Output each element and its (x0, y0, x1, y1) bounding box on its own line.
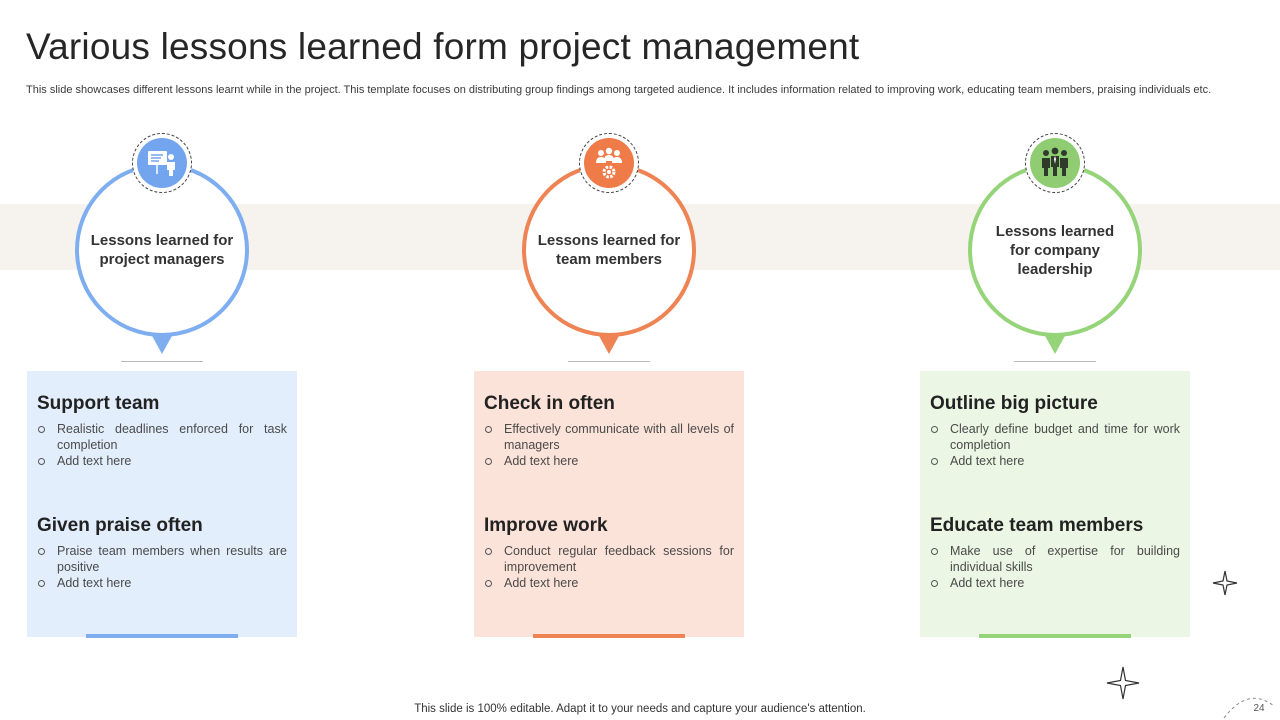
presentation-icon (148, 151, 175, 176)
badge (579, 133, 639, 193)
circle-pointer (151, 334, 173, 354)
bullet-list: Clearly define budget and time for work … (930, 421, 1180, 469)
section-title: Given praise often (37, 515, 203, 536)
category-label: Lessons learned for company leadership (995, 222, 1115, 278)
category-label: Lessons learned for team members (537, 232, 681, 268)
lesson-section: Educate team members Make use of experti… (930, 515, 1180, 637)
lesson-card: Check in often Effectively communicate w… (474, 371, 744, 637)
lesson-card: Support team Realistic deadlines enforce… (27, 371, 297, 637)
circle-pointer (1044, 334, 1066, 354)
lesson-column-team-members: Lessons learned for team members Check i… (474, 0, 744, 720)
bullet-item: Praise team members when results are pos… (37, 543, 287, 575)
footer-note: This slide is 100% editable. Adapt it to… (414, 703, 866, 715)
bullet-list: Realistic deadlines enforced for task co… (37, 421, 287, 469)
lesson-card: Outline big picture Clearly define budge… (920, 371, 1190, 637)
divider (1014, 361, 1096, 362)
circle-pointer (598, 334, 620, 354)
bullet-item: Add text here (37, 575, 287, 591)
category-label: Lessons learned for project managers (90, 232, 234, 268)
bullet-item: Clearly define budget and time for work … (930, 421, 1180, 453)
page-number: 24 (1253, 703, 1265, 714)
page-arc-icon (1223, 697, 1275, 719)
bullet-item: Add text here (484, 575, 734, 591)
divider (568, 361, 650, 362)
bullet-item: Conduct regular feedback sessions for im… (484, 543, 734, 575)
sparkle-icon (1106, 666, 1140, 700)
lesson-section: Outline big picture Clearly define budge… (930, 393, 1180, 515)
category-circle: Lessons learned for company leadership (968, 163, 1142, 337)
bullet-item: Realistic deadlines enforced for task co… (37, 421, 287, 453)
lesson-section: Given praise often Praise team members w… (37, 515, 287, 637)
bullet-item: Add text here (484, 453, 734, 469)
badge (1025, 133, 1085, 193)
bullet-item: Make use of expertise for building indiv… (930, 543, 1180, 575)
badge (132, 133, 192, 193)
lesson-column-project-managers: Lessons learned for project managers Sup… (27, 0, 297, 720)
lesson-section: Improve work Conduct regular feedback se… (484, 515, 734, 637)
lesson-section: Support team Realistic deadlines enforce… (37, 393, 287, 515)
section-title: Check in often (484, 393, 615, 414)
bullet-item: Effectively communicate with all levels … (484, 421, 734, 453)
lesson-column-company-leadership: Lessons learned for company leadership O… (920, 0, 1190, 720)
page-title: Various lessons learned form project man… (26, 26, 860, 67)
divider (121, 361, 203, 362)
section-title: Educate team members (930, 515, 1144, 536)
bullet-item: Add text here (37, 453, 287, 469)
card-accent-bar (533, 634, 685, 638)
leadership-group-icon (1042, 147, 1068, 176)
card-accent-bar (86, 634, 238, 638)
bullet-list: Praise team members when results are pos… (37, 543, 287, 591)
team-gear-icon (596, 147, 622, 179)
bullet-list: Conduct regular feedback sessions for im… (484, 543, 734, 591)
sparkle-icon (1212, 570, 1238, 596)
bullet-list: Effectively communicate with all levels … (484, 421, 734, 469)
section-title: Support team (37, 393, 160, 414)
bullet-list: Make use of expertise for building indiv… (930, 543, 1180, 591)
section-title: Outline big picture (930, 393, 1098, 414)
page-subtitle: This slide showcases different lessons l… (26, 84, 1212, 96)
lesson-section: Check in often Effectively communicate w… (484, 393, 734, 515)
bullet-item: Add text here (930, 453, 1180, 469)
section-title: Improve work (484, 515, 608, 536)
card-accent-bar (979, 634, 1131, 638)
bullet-item: Add text here (930, 575, 1180, 591)
